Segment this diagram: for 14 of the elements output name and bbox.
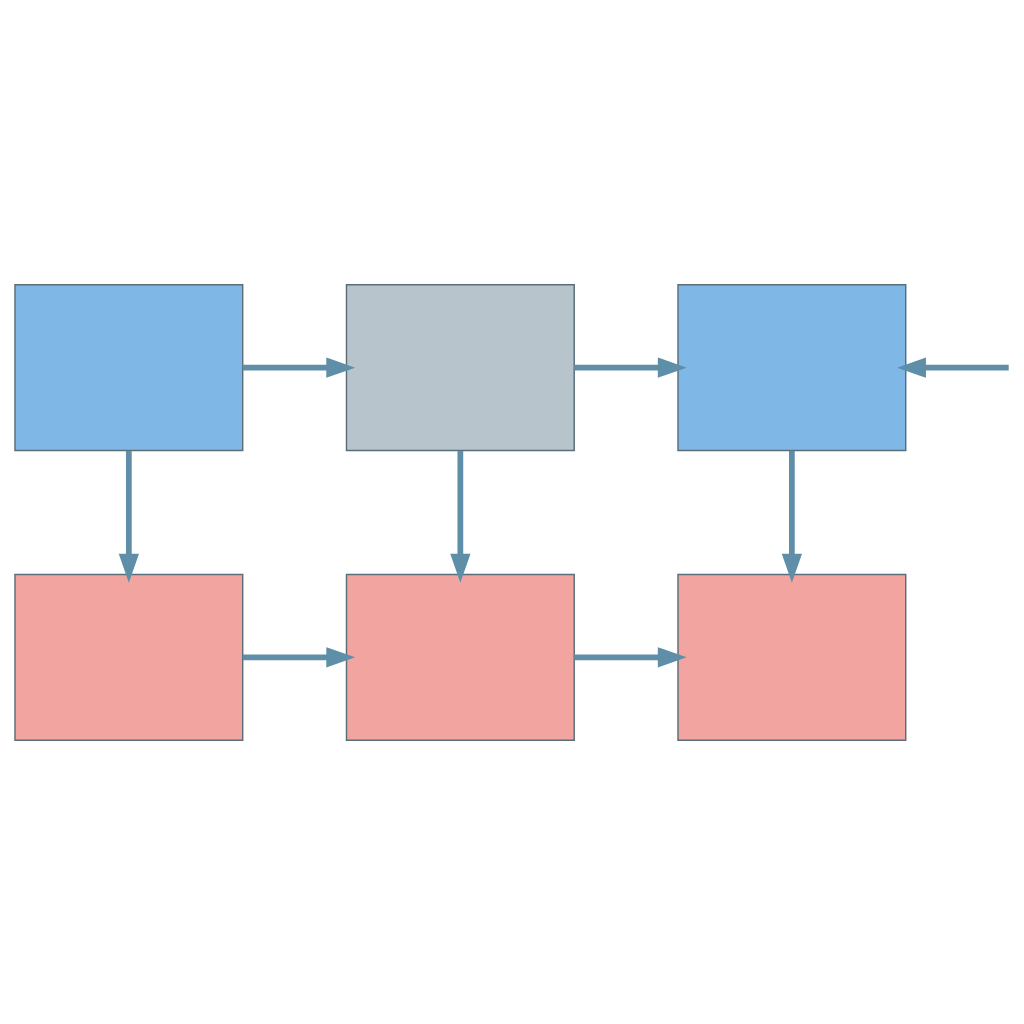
arrow	[896, 357, 1009, 378]
arrow	[242, 357, 355, 378]
node-box	[345, 573, 575, 741]
arrow	[781, 450, 802, 583]
arrow	[573, 646, 687, 667]
arrow	[573, 357, 687, 378]
node-box	[13, 573, 243, 741]
node-box	[676, 283, 906, 451]
node-box	[345, 283, 575, 451]
node-box	[676, 573, 906, 741]
node-box	[13, 283, 243, 451]
arrow	[242, 646, 355, 667]
arrow	[118, 450, 139, 583]
arrow	[449, 450, 470, 583]
